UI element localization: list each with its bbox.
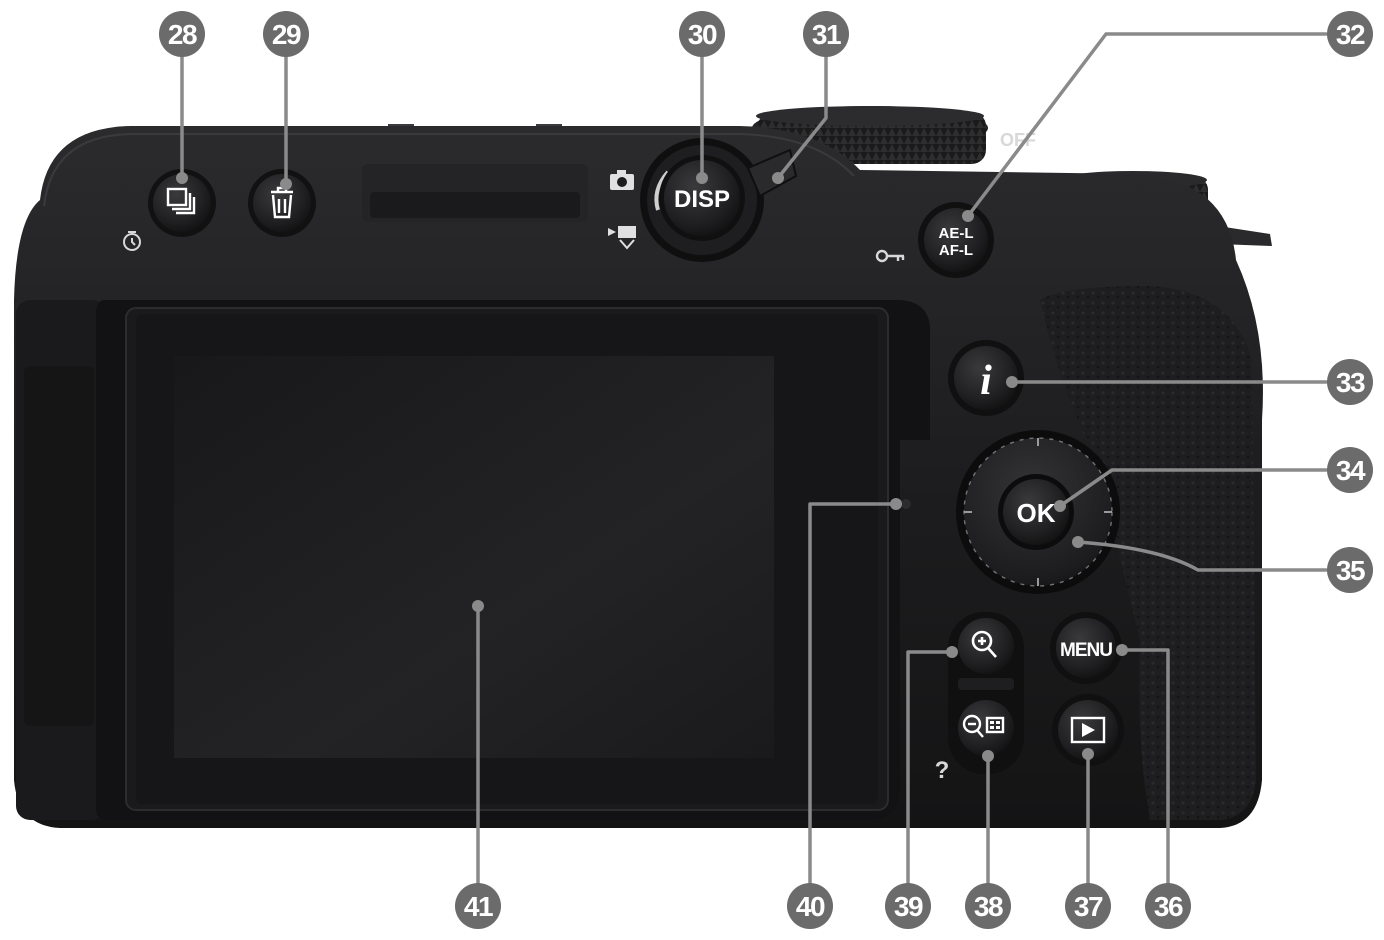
svg-text:37: 37 (1074, 891, 1103, 922)
info-button[interactable]: i (948, 340, 1024, 416)
svg-text:28: 28 (168, 19, 197, 50)
svg-text:41: 41 (464, 891, 493, 922)
play-icon (1070, 716, 1106, 744)
svg-text:31: 31 (812, 19, 841, 50)
svg-text:30: 30 (688, 19, 717, 50)
svg-text:40: 40 (796, 891, 825, 922)
callout-29: 29 (263, 11, 309, 57)
release-mode-button[interactable] (148, 169, 216, 237)
svg-text:35: 35 (1336, 555, 1365, 586)
svg-text:34: 34 (1336, 455, 1366, 486)
callout-40: 40 (787, 883, 833, 929)
charging-lamp (901, 499, 911, 509)
playback-button[interactable] (1052, 694, 1124, 766)
ok-button[interactable]: OK (998, 474, 1074, 550)
svg-text:38: 38 (974, 891, 1003, 922)
svg-text:32: 32 (1336, 19, 1365, 50)
disp-button[interactable]: DISP (659, 155, 745, 241)
key-icon (875, 249, 905, 263)
top-marking: OFF (1000, 130, 1036, 150)
disp-label: DISP (674, 186, 730, 213)
afl-label: AF-L (939, 242, 973, 259)
leader-lines (180, 32, 1328, 888)
self-timer-icon (123, 231, 141, 251)
help-label: ? (935, 757, 950, 784)
camera-icon (610, 170, 634, 190)
monitor (96, 300, 930, 820)
callout-36: 36 (1145, 883, 1191, 929)
zoom-out-thumbnail-icon (962, 714, 1005, 738)
ok-label: OK (1017, 498, 1056, 528)
zoom-in-icon (971, 630, 997, 658)
svg-text:29: 29 (272, 19, 301, 50)
ael-label: AE-L (939, 225, 974, 242)
callout-34: 34 (1327, 447, 1373, 493)
svg-text:39: 39 (894, 891, 923, 922)
menu-button[interactable]: MENU (1050, 612, 1122, 684)
menu-label: MENU (1060, 640, 1112, 661)
callout-39: 39 (885, 883, 931, 929)
info-label: i (980, 358, 992, 404)
callout-38: 38 (965, 883, 1011, 929)
movie-camera-icon (608, 226, 636, 250)
zoom-out-button[interactable] (958, 700, 1014, 756)
callout-33: 33 (1327, 359, 1373, 405)
svg-text:36: 36 (1154, 891, 1183, 922)
callout-37: 37 (1065, 883, 1111, 929)
callout-30: 30 (679, 11, 725, 57)
callout-35: 35 (1327, 547, 1373, 593)
svg-text:33: 33 (1336, 367, 1365, 398)
release-mode-icon (166, 187, 196, 215)
callout-28: 28 (159, 11, 205, 57)
screen[interactable] (174, 356, 774, 758)
callout-32: 32 (1327, 11, 1373, 57)
callout-31: 31 (803, 11, 849, 57)
callout-41: 41 (455, 883, 501, 929)
zoom-in-button[interactable] (958, 618, 1014, 674)
delete-button[interactable] (248, 169, 316, 237)
leader-dots (176, 172, 1128, 762)
ael-afl-button[interactable]: AE-L AF-L (918, 202, 994, 278)
